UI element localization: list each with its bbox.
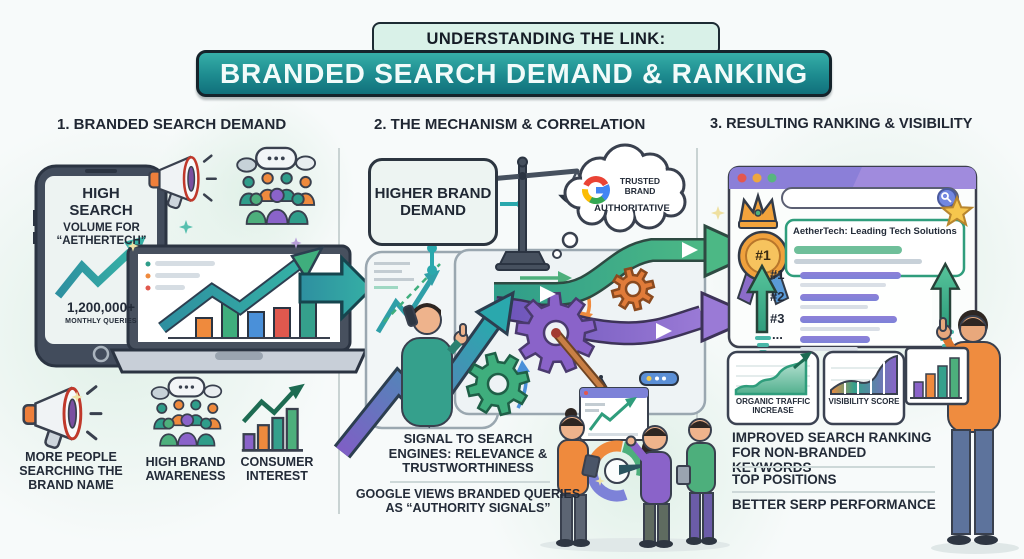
label-more-people-searching: MORE PEOPLE SEARCHING THE BRAND NAME <box>19 450 123 492</box>
caption-better-serp: BETTER SERP PERFORMANCE <box>732 497 936 512</box>
rank-badge-label: #1 <box>755 247 771 263</box>
phone-stat-label: MONTHLY QUERIES <box>65 318 137 325</box>
visibility-score-label: VISIBILITY SCORE <box>828 397 900 406</box>
cloud-authoritative: AUTHORITATIVE <box>594 203 670 214</box>
person-on-phone <box>401 303 469 427</box>
transition-arrow-col1-col2 <box>298 254 375 322</box>
thought-cloud <box>552 143 687 259</box>
visibility-score-card <box>822 350 906 426</box>
crown-icon <box>738 191 778 229</box>
phone-heading: HIGH SEARCH <box>69 185 133 219</box>
organic-traffic-card <box>726 350 820 426</box>
caption-divider <box>732 491 935 493</box>
gears <box>465 266 656 417</box>
column3-header: 3. RESULTING RANKING & VISIBILITY <box>710 116 973 132</box>
laptop-growth-arrow <box>159 260 301 332</box>
cloud-trusted-brand: TRUSTED BRAND <box>619 176 661 196</box>
caption-divider <box>732 466 935 468</box>
organic-traffic-label: ORGANIC TRAFFIC INCREASE <box>735 397 811 415</box>
search-bar <box>781 187 959 209</box>
column2-header: 2. THE MECHANISM & CORRELATION <box>374 116 646 133</box>
caption-google-authority-signals: GOOGLE VIEWS BRANDED QUERIES AS “AUTHORI… <box>355 487 581 515</box>
caption-signal-to-search-engines: SIGNAL TO SEARCH ENGINES: RELEVANCE & TR… <box>388 431 548 476</box>
team-figures <box>556 408 717 548</box>
caption-improved-ranking: IMPROVED SEARCH RANKING FOR NON-BRANDED … <box>732 430 932 476</box>
top-result-title: AetherTech: Leading Tech Solutions <box>793 226 957 237</box>
rank-label-1: #1 <box>770 267 785 282</box>
label-consumer-interest: CONSUMER INTEREST <box>240 455 314 483</box>
analytics-mini-browser <box>579 387 649 441</box>
caption-divider <box>390 481 550 483</box>
caption-top-positions: TOP POSITIONS <box>732 472 837 487</box>
higher-brand-demand-box: HIGHER BRAND DEMAND <box>368 158 498 246</box>
band-chevrons <box>540 242 698 339</box>
star-icon <box>939 194 975 227</box>
rank-label-more: ... <box>772 327 783 342</box>
rank-label-3: #3 <box>770 311 785 326</box>
page-title: BRANDED SEARCH DEMAND & RANKING <box>196 50 832 97</box>
rank-list-bars <box>800 272 901 351</box>
rank-label-2: #2 <box>770 289 785 304</box>
column1-header: 1. BRANDED SEARCH DEMAND <box>57 116 287 133</box>
phone-stat: 1,200,000+ <box>67 300 135 315</box>
phone-subheading: VOLUME FOR “AETHERTECH” <box>56 222 147 247</box>
pointer-stick <box>553 330 604 390</box>
held-bar-chart <box>904 346 970 406</box>
label-high-brand-awareness: HIGH BRAND AWARENESS <box>145 455 226 483</box>
phone-growth-arrow <box>54 249 133 299</box>
